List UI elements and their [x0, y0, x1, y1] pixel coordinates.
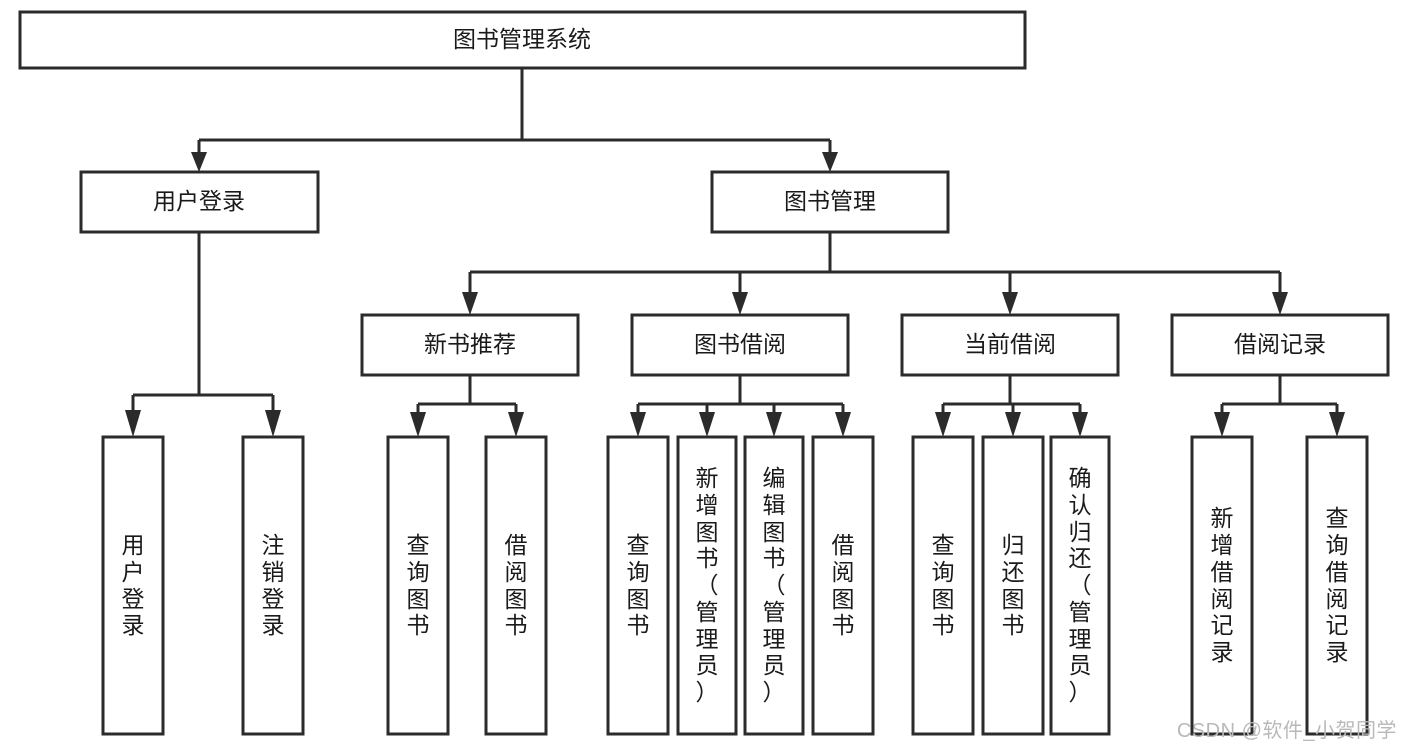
- arrowhead-leaf-borrow-book: [835, 412, 851, 437]
- connectors-group: [125, 68, 1345, 437]
- node-book-borrow[interactable]: [630, 313, 850, 377]
- arrowhead-leaf-add-book-admin: [699, 412, 715, 437]
- arrowhead-leaf-add-borrow-record: [1214, 412, 1230, 437]
- node-leaf-borrow-book[interactable]: [811, 435, 875, 736]
- node-leaf-query-book-borrow[interactable]: [606, 435, 670, 736]
- arrowhead-leaf-borrow-book-rec: [508, 412, 524, 437]
- node-leaf-logout[interactable]: [241, 435, 305, 736]
- node-leaf-edit-book-admin[interactable]: [743, 435, 805, 736]
- node-root-label: 图书管理系统: [453, 26, 591, 52]
- arrowhead-borrowrecord: [1272, 292, 1288, 315]
- node-current-borrow-label: 当前借阅: [964, 331, 1056, 357]
- arrowhead-book-manage: [822, 152, 838, 172]
- node-user-login-label: 用户登录: [153, 188, 245, 214]
- node-book-manage[interactable]: [710, 170, 950, 234]
- node-leaf-query-book-current[interactable]: [911, 435, 975, 736]
- arrowhead-bookborrow: [732, 292, 748, 315]
- node-leaf-add-borrow-record[interactable]: [1190, 435, 1254, 736]
- arrowhead-leaf-edit-book-admin: [766, 412, 782, 437]
- node-book-borrow-label: 图书借阅: [694, 331, 786, 357]
- arrowhead-newbook: [462, 292, 478, 315]
- node-book-manage-label: 图书管理: [784, 188, 876, 214]
- node-leaf-add-book-admin[interactable]: [676, 435, 738, 736]
- arrowhead-leaf-confirm-return: [1072, 412, 1088, 437]
- node-new-book-rec-label: 新书推荐: [424, 331, 516, 357]
- arrowhead-leaf-return-book: [1005, 412, 1021, 437]
- nodes-group: 图书管理系统 用户登录 图书管理 新书推荐 图书借阅 当前借阅 借阅记录: [18, 10, 1390, 736]
- node-new-book-rec[interactable]: [360, 313, 580, 377]
- arrowhead-leaf-query-book-current: [935, 412, 951, 437]
- node-leaf-borrow-book-rec[interactable]: [484, 435, 548, 736]
- arrowhead-leaf-query-book-rec: [410, 412, 426, 437]
- arrowhead-currentborrow: [1002, 292, 1018, 315]
- node-root[interactable]: [18, 10, 1027, 70]
- node-current-borrow[interactable]: [900, 313, 1120, 377]
- node-leaf-query-borrow-record[interactable]: [1305, 435, 1369, 736]
- node-borrow-record[interactable]: [1170, 313, 1390, 377]
- node-leaf-user-login[interactable]: [101, 435, 165, 736]
- arrowhead-leaf-query-book-borrow: [630, 412, 646, 437]
- node-leaf-query-book-rec[interactable]: [386, 435, 450, 736]
- node-leaf-confirm-return-admin[interactable]: [1049, 435, 1111, 736]
- arrowhead-leaf-query-borrow-record: [1329, 412, 1345, 437]
- arrowhead-leaf-user-login: [125, 410, 141, 437]
- arrowhead-user-login: [191, 152, 207, 172]
- node-user-login[interactable]: [79, 170, 320, 234]
- node-borrow-record-label: 借阅记录: [1234, 331, 1326, 357]
- node-leaf-return-book[interactable]: [981, 435, 1045, 736]
- arrowhead-leaf-logout: [265, 410, 281, 437]
